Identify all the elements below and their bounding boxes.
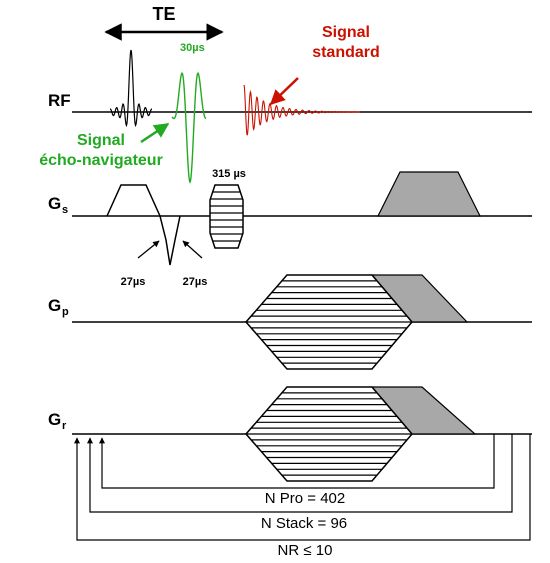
slice-spoiler-gradient [377, 171, 481, 217]
standard-signal [243, 84, 361, 136]
svg-text:G: G [48, 194, 61, 213]
label-n-stack: N Stack = 96 [261, 515, 347, 532]
slice-phase-encode-gradient [209, 184, 244, 249]
svg-text:s: s [62, 204, 68, 216]
label-315us: 315 µs [212, 168, 246, 180]
label-27us-left: 27µs [121, 276, 146, 288]
signal-standard-label-1: Signal [322, 24, 370, 41]
loop-nr [74, 434, 531, 541]
label-nr: NR ≤ 10 [278, 542, 333, 559]
signal-echo-label-1: Signal [77, 132, 125, 149]
phase-encode-lines [246, 280, 412, 364]
loop-n-pro [99, 434, 495, 489]
readout-gradient [245, 386, 413, 482]
slice-select-gradient [106, 184, 161, 217]
refocusing-lobe [159, 215, 181, 266]
label-27us-right: 27µs [183, 276, 208, 288]
gp-row-label: G p [48, 296, 69, 318]
signal-echo-label-2: écho-navigateur [39, 152, 163, 169]
gs-row-label: G s [48, 194, 68, 216]
te-label: TE [152, 4, 175, 24]
svg-text:G: G [48, 410, 61, 429]
loop-n-stack [87, 434, 513, 513]
echo-signal-arrow [140, 122, 170, 144]
echo-navigator-signal [171, 72, 207, 184]
svg-text:G: G [48, 296, 61, 315]
arrow-27us-right [182, 240, 203, 259]
slice-phase-encode-lines [210, 191, 243, 242]
standard-signal-arrow [269, 77, 299, 106]
label-n-pro: N Pro = 402 [265, 490, 345, 507]
gr-row-label: G r [48, 410, 67, 432]
rf-row-label: RF [48, 91, 71, 110]
svg-text:p: p [62, 306, 69, 318]
signal-standard-label-2: standard [312, 44, 380, 61]
label-30us: 30µs [180, 42, 205, 54]
readout-lines [246, 392, 412, 476]
rf-excitation-pulse [110, 49, 152, 128]
arrow-27us-left [137, 240, 160, 259]
svg-text:r: r [62, 420, 67, 432]
phase-encode-gradient [245, 274, 413, 370]
